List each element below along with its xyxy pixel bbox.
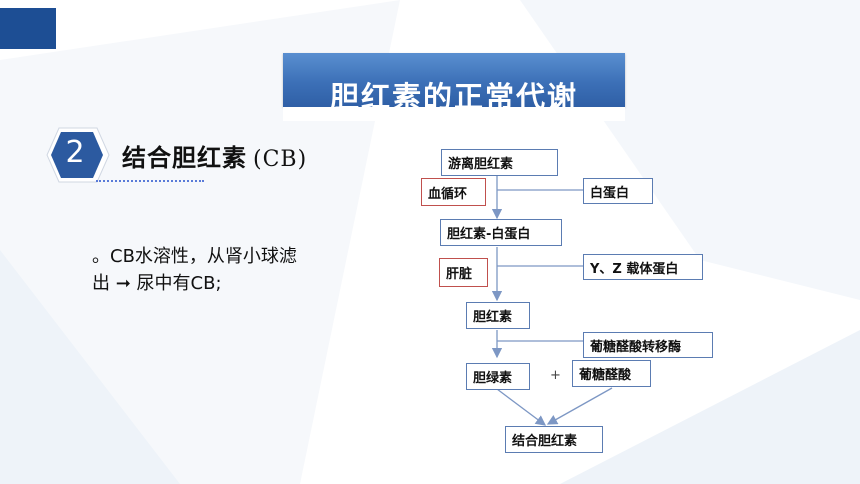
title-mask — [283, 107, 625, 121]
dotted-underline — [96, 180, 204, 182]
section-heading: 结合胆红素(CB) — [122, 142, 307, 176]
node-glucuronic-acid: 葡糖醛酸 — [572, 360, 651, 387]
title-banner: 胆红素的正常代谢 — [283, 53, 625, 107]
node-glucuronyl-transferase: 葡糖醛酸转移酶 — [583, 332, 713, 358]
node-free-bilirubin: 游离胆红素 — [441, 149, 558, 176]
body-line-2: 出 ➞ 尿中有CB; — [92, 273, 222, 294]
plus-sign: + — [550, 368, 561, 383]
node-bilirubin-albumin: 胆红素-白蛋白 — [440, 219, 562, 246]
body-line-1: 。CB水溶性，从肾小球滤 — [92, 246, 297, 267]
node-blood-circulation: 血循环 — [421, 178, 486, 206]
node-yz-carrier-protein: Y、Z 载体蛋白 — [583, 254, 703, 280]
corner-accent-square — [0, 8, 56, 49]
node-conjugated-bilirubin: 结合胆红素 — [505, 426, 603, 453]
node-bilirubin: 胆红素 — [466, 302, 530, 329]
node-liver: 肝脏 — [439, 258, 488, 287]
slide-title: 胆红素的正常代谢 — [329, 80, 578, 107]
node-albumin: 白蛋白 — [583, 178, 653, 204]
section-heading-abbr: (CB) — [253, 147, 308, 172]
node-biliverdin: 胆绿素 — [466, 363, 530, 390]
hexagon-badge-icon — [46, 127, 110, 183]
section-heading-text: 结合胆红素 — [122, 144, 247, 172]
body-text: 。CB水溶性，从肾小球滤 出 ➞ 尿中有CB; — [92, 243, 362, 297]
section-number: 2 — [65, 135, 85, 170]
